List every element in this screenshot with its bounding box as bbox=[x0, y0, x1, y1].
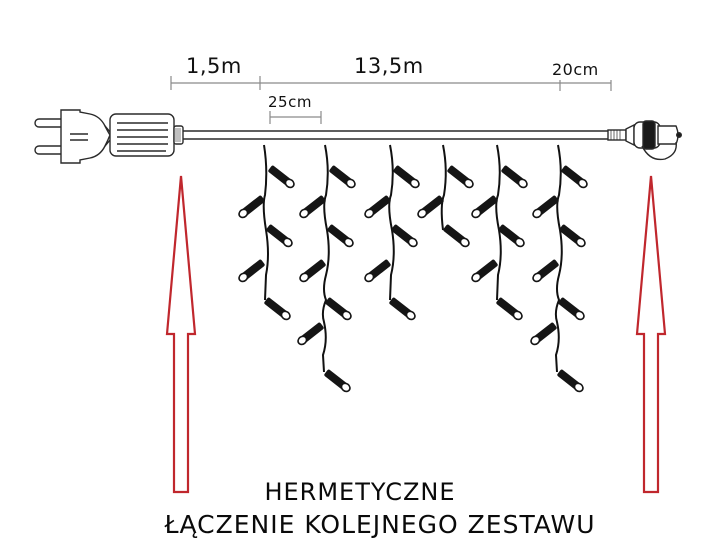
main-cable bbox=[183, 130, 608, 140]
strand-3 bbox=[362, 144, 422, 323]
strand-1 bbox=[236, 144, 297, 323]
dimension-label-end-socket: 20cm bbox=[552, 60, 599, 79]
dimension-label-light-section: 13,5m bbox=[354, 54, 424, 78]
end-socket bbox=[607, 120, 683, 161]
right-arrow bbox=[635, 175, 667, 494]
caption-line-1: HERMETYCZNE bbox=[264, 478, 456, 506]
dimension-label-strand-spacing: 25cm bbox=[268, 93, 312, 111]
dimension-label-lead-cable: 1,5m bbox=[186, 54, 242, 78]
strand-2 bbox=[295, 144, 358, 395]
dimension-lines bbox=[170, 76, 612, 124]
left-arrow bbox=[165, 175, 197, 494]
icicle-strands bbox=[236, 144, 590, 395]
strand-4 bbox=[415, 144, 476, 250]
strand-6 bbox=[528, 144, 590, 395]
power-plug bbox=[34, 109, 184, 164]
strand-5 bbox=[469, 144, 530, 323]
caption-line-2: ŁĄCZENIE KOLEJNEGO ZESTAWU bbox=[164, 510, 596, 539]
